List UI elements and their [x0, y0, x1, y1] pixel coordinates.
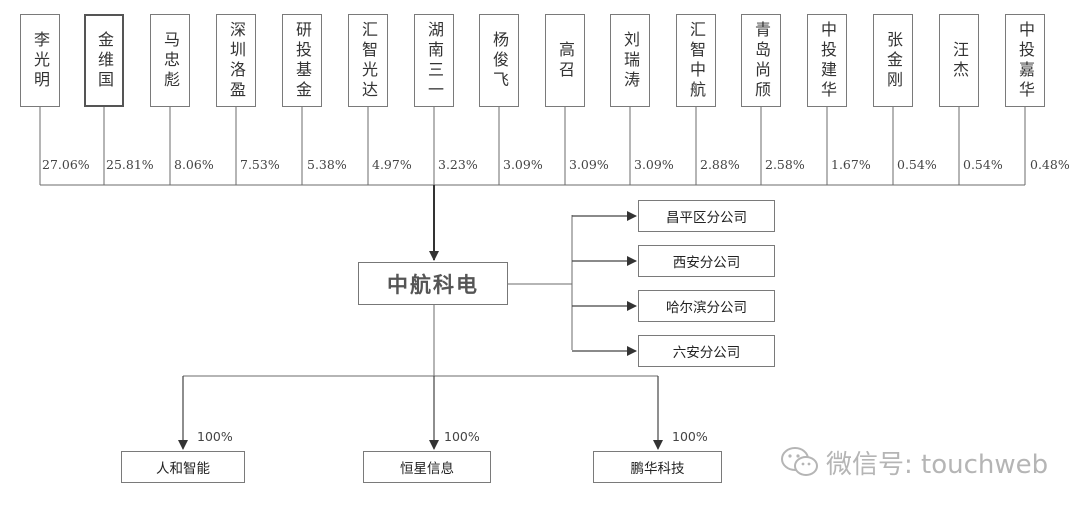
subsidiary-box: 人和智能: [121, 451, 245, 483]
subsidiary-name: 恒星信息: [400, 461, 454, 477]
branch-name: 哈尔滨分公司: [666, 300, 747, 316]
shareholder-name: 汪杰: [950, 40, 969, 81]
company-box: 中航科电: [358, 262, 508, 305]
shareholder-box: 杨俊飞: [479, 14, 519, 107]
shareholder-name: 深圳洛盈: [227, 20, 246, 101]
shareholder-name: 青岛尚颀: [752, 20, 771, 101]
shareholder-box: 汇智光达: [348, 14, 388, 107]
shareholder-name: 中投嘉华: [1016, 20, 1035, 101]
subsidiary-box: 恒星信息: [363, 451, 491, 483]
shareholder-name: 汇智中航: [687, 20, 706, 101]
branch-box: 昌平区分公司: [638, 200, 775, 232]
branch-box: 六安分公司: [638, 335, 775, 367]
shareholder-name: 杨俊飞: [490, 30, 509, 91]
shareholding-pct: 3.23%: [438, 157, 478, 172]
shareholder-box: 金维国: [84, 14, 124, 107]
branch-name: 昌平区分公司: [666, 210, 747, 226]
shareholder-box: 湖南三一: [414, 14, 454, 107]
shareholder-box: 深圳洛盈: [216, 14, 256, 107]
branch-box: 西安分公司: [638, 245, 775, 277]
shareholding-pct: 1.67%: [831, 157, 871, 172]
watermark: 微信号: touchweb: [780, 443, 1048, 481]
branch-name: 六安分公司: [672, 345, 741, 361]
shareholder-name: 马忠彪: [161, 30, 180, 91]
shareholder-name: 刘瑞涛: [621, 30, 640, 91]
subsidiary-ownership-pct: 100%: [672, 429, 708, 444]
subsidiary-box: 鹏华科技: [593, 451, 722, 483]
shareholding-pct: 3.09%: [569, 157, 609, 172]
shareholding-pct: 3.09%: [503, 157, 543, 172]
shareholding-pct: 25.81%: [106, 157, 154, 172]
shareholding-pct: 4.97%: [372, 157, 412, 172]
shareholding-pct: 27.06%: [42, 157, 90, 172]
shareholder-name: 中投建华: [818, 20, 837, 101]
shareholder-box: 高召: [545, 14, 585, 107]
shareholder-box: 中投嘉华: [1005, 14, 1045, 107]
shareholding-pct: 2.58%: [765, 157, 805, 172]
branch-box: 哈尔滨分公司: [638, 290, 775, 322]
shareholder-box: 马忠彪: [150, 14, 190, 107]
shareholding-pct: 3.09%: [634, 157, 674, 172]
shareholding-pct: 0.54%: [897, 157, 937, 172]
shareholding-pct: 0.48%: [1030, 157, 1070, 172]
shareholder-box: 李光明: [20, 14, 60, 107]
shareholding-pct: 8.06%: [174, 157, 214, 172]
subsidiary-ownership-pct: 100%: [444, 429, 480, 444]
company-name: 中航科电: [387, 271, 479, 297]
shareholding-pct: 7.53%: [240, 157, 280, 172]
shareholding-pct: 5.38%: [307, 157, 347, 172]
shareholder-box: 汪杰: [939, 14, 979, 107]
watermark-text: 微信号: touchweb: [826, 449, 1049, 480]
shareholder-box: 张金刚: [873, 14, 913, 107]
shareholder-name: 汇智光达: [359, 20, 378, 101]
shareholder-name: 高召: [556, 40, 575, 81]
shareholder-name: 金维国: [95, 30, 114, 91]
shareholder-box: 青岛尚颀: [741, 14, 781, 107]
branch-name: 西安分公司: [672, 255, 741, 271]
shareholder-name: 李光明: [31, 30, 50, 91]
shareholding-pct: 2.88%: [700, 157, 740, 172]
shareholder-name: 张金刚: [884, 30, 903, 91]
subsidiary-name: 人和智能: [156, 461, 210, 477]
shareholding-pct: 0.54%: [963, 157, 1003, 172]
wechat-icon: [781, 447, 818, 476]
shareholder-box: 中投建华: [807, 14, 847, 107]
shareholder-box: 研投基金: [282, 14, 322, 107]
subsidiary-ownership-pct: 100%: [197, 429, 233, 444]
shareholder-box: 刘瑞涛: [610, 14, 650, 107]
subsidiary-name: 鹏华科技: [630, 461, 685, 477]
shareholder-box: 汇智中航: [676, 14, 716, 107]
shareholder-name: 湖南三一: [425, 20, 444, 101]
shareholder-name: 研投基金: [293, 20, 312, 101]
